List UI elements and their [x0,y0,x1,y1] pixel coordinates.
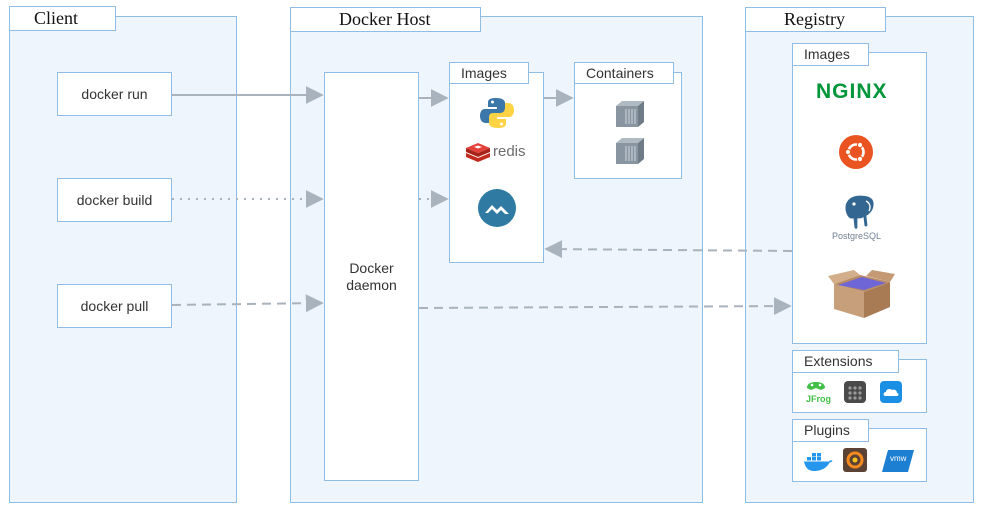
host-images-tab: Images [449,62,529,84]
docker-daemon-label: Docker daemon [346,259,397,293]
client-title: Client [9,6,116,31]
mountain-image-icon [477,188,517,233]
jfrog-icon [804,380,828,409]
docker-pull-command[interactable]: docker pull [57,284,172,328]
registry-title: Registry [745,7,886,32]
ubuntu-icon [838,134,874,175]
docker-run-command[interactable]: docker run [57,72,172,116]
grid-extension-icon [844,381,866,408]
redis-icon [465,142,491,169]
redis-label: redis [493,143,526,160]
container-icon [613,100,645,133]
jfrog-label: JFrog [806,394,832,404]
registry-plugins-tab: Plugins [792,419,869,442]
pull-arrow [171,294,324,313]
postgresql-elephant-icon [840,192,880,237]
docker-daemon[interactable]: Docker daemon [324,72,419,481]
python-icon [479,96,515,135]
registry-images-tab: Images [792,43,869,66]
package-box-icon [828,270,896,325]
cloud-extension-icon [880,381,902,408]
docker-whale-icon [803,451,833,478]
grafana-plugin-icon [843,448,867,477]
postgresql-label: PostgreSQL [832,231,882,241]
vmware-label: vmw [890,454,907,463]
registry-extensions-tab: Extensions [792,350,899,373]
vmware-plugin-icon [882,448,914,477]
host-containers-tab: Containers [574,62,674,84]
registry-to-images-arrow [544,240,793,259]
daemon-to-registry-arrow [418,297,792,316]
docker-build-command[interactable]: docker build [57,178,172,222]
nginx-logo: NGINX [816,80,888,103]
docker-host-title: Docker Host [290,7,481,32]
container-icon [613,137,645,170]
